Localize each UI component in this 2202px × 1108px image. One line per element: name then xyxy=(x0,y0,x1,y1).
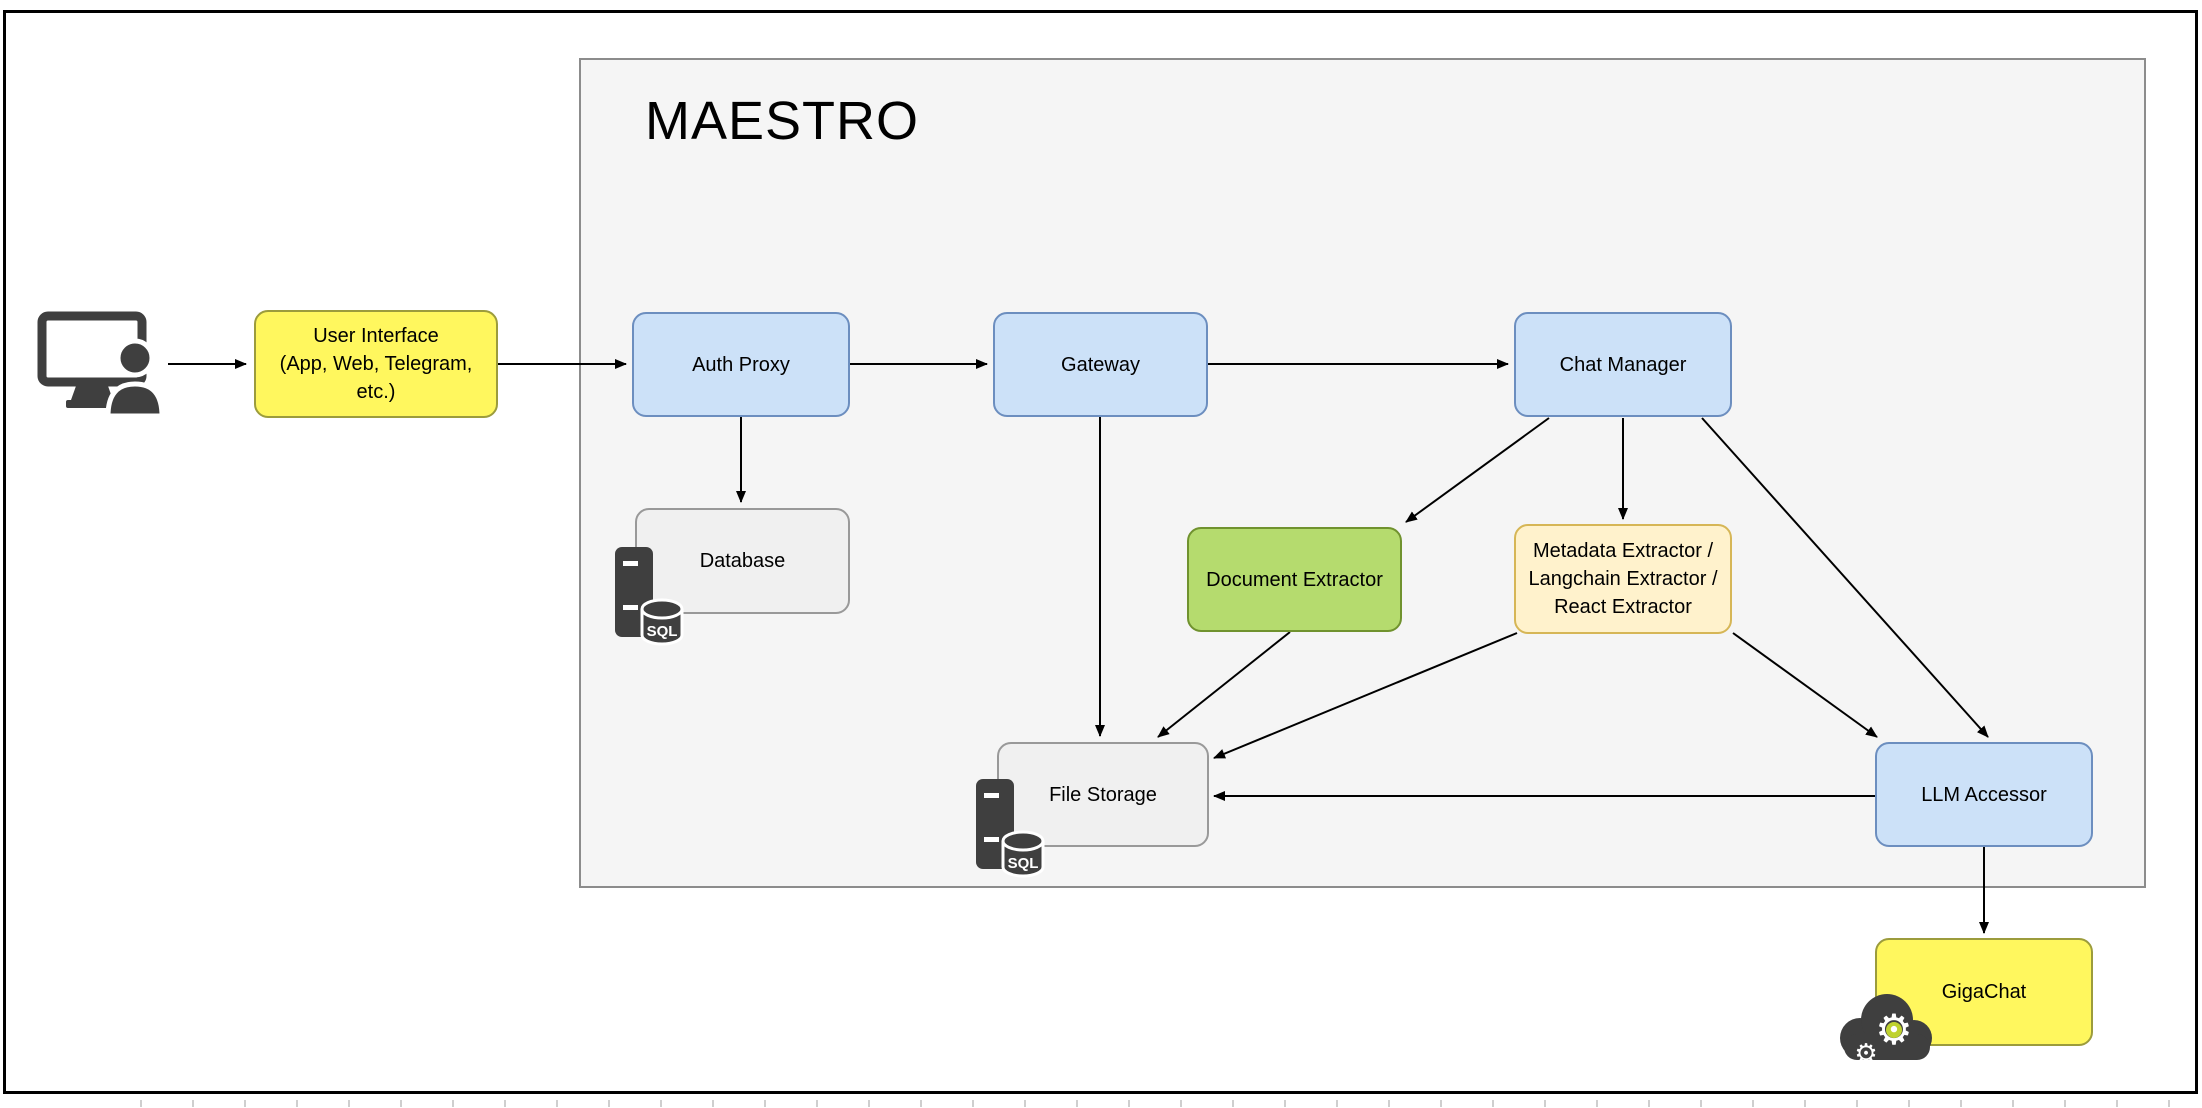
edge-chat-manager-to-document-extractor[interactable] xyxy=(1405,417,1550,523)
node-document-extractor-label: Document Extractor xyxy=(1206,568,1383,591)
server-slot xyxy=(623,561,638,566)
node-user-interface[interactable]: User Interface (App, Web, Telegram, etc.… xyxy=(254,310,498,418)
node-database-label: Database xyxy=(699,550,786,572)
node-file-storage[interactable]: File Storage xyxy=(997,742,1209,847)
cylinder-top xyxy=(640,598,684,620)
node-metadata-extractor[interactable]: Metadata Extractor / Langchain Extractor… xyxy=(1514,524,1732,634)
node-gateway[interactable]: Gateway xyxy=(993,312,1208,417)
edge-metadata-extractor-to-llm-accessor[interactable] xyxy=(1732,632,1878,738)
database-sql-icon[interactable]: SQL xyxy=(612,545,686,651)
node-chat-manager-label: Chat Manager xyxy=(1559,353,1687,376)
server-slot xyxy=(984,837,999,842)
node-database[interactable]: Database xyxy=(635,508,850,614)
gigachat-cloud-gears-icon[interactable]: ⚙ ⚙ xyxy=(1834,982,1936,1074)
node-llm-accessor[interactable]: LLM Accessor xyxy=(1875,742,2093,847)
user-computer-icon[interactable] xyxy=(36,310,168,420)
maestro-title: MAESTRO xyxy=(645,91,920,151)
person-head xyxy=(115,338,155,378)
monitor-stand xyxy=(71,386,113,400)
file-storage-sql-icon[interactable]: SQL xyxy=(973,777,1047,883)
node-user-interface-label: User Interface (App, Web, Telegram, etc.… xyxy=(279,325,473,403)
person-body xyxy=(105,381,165,419)
node-llm-accessor-label: LLM Accessor xyxy=(1921,783,2047,806)
page-ruler-ticks xyxy=(140,1100,2200,1107)
small-gear-icon: ⚙ xyxy=(1854,1038,1877,1068)
node-document-extractor[interactable]: Document Extractor xyxy=(1187,527,1402,632)
cylinder-top xyxy=(1001,830,1045,852)
sql-label: SQL xyxy=(1008,855,1039,872)
node-auth-proxy-label: Auth Proxy xyxy=(692,353,790,376)
edge-document-extractor-to-file-storage[interactable] xyxy=(1157,631,1291,738)
node-metadata-extractor-label: Metadata Extractor / Langchain Extractor… xyxy=(1528,540,1718,618)
edge-chat-manager-to-llm-accessor[interactable] xyxy=(1701,417,1989,738)
server-slot xyxy=(623,605,638,610)
monitor-base xyxy=(66,400,118,408)
sql-label: SQL xyxy=(647,623,678,640)
node-gateway-label: Gateway xyxy=(1061,353,1140,376)
node-chat-manager[interactable]: Chat Manager xyxy=(1514,312,1732,417)
edge-metadata-extractor-to-file-storage[interactable] xyxy=(1213,632,1518,759)
large-gear-icon: ⚙ xyxy=(1875,1006,1913,1053)
node-auth-proxy[interactable]: Auth Proxy xyxy=(632,312,850,417)
node-file-storage-label: File Storage xyxy=(1049,783,1157,806)
page-border xyxy=(3,10,2198,1094)
gear-center-highlight xyxy=(1886,1022,1902,1038)
node-gigachat-label: GigaChat xyxy=(1941,981,2027,1003)
server-slot xyxy=(984,793,999,798)
